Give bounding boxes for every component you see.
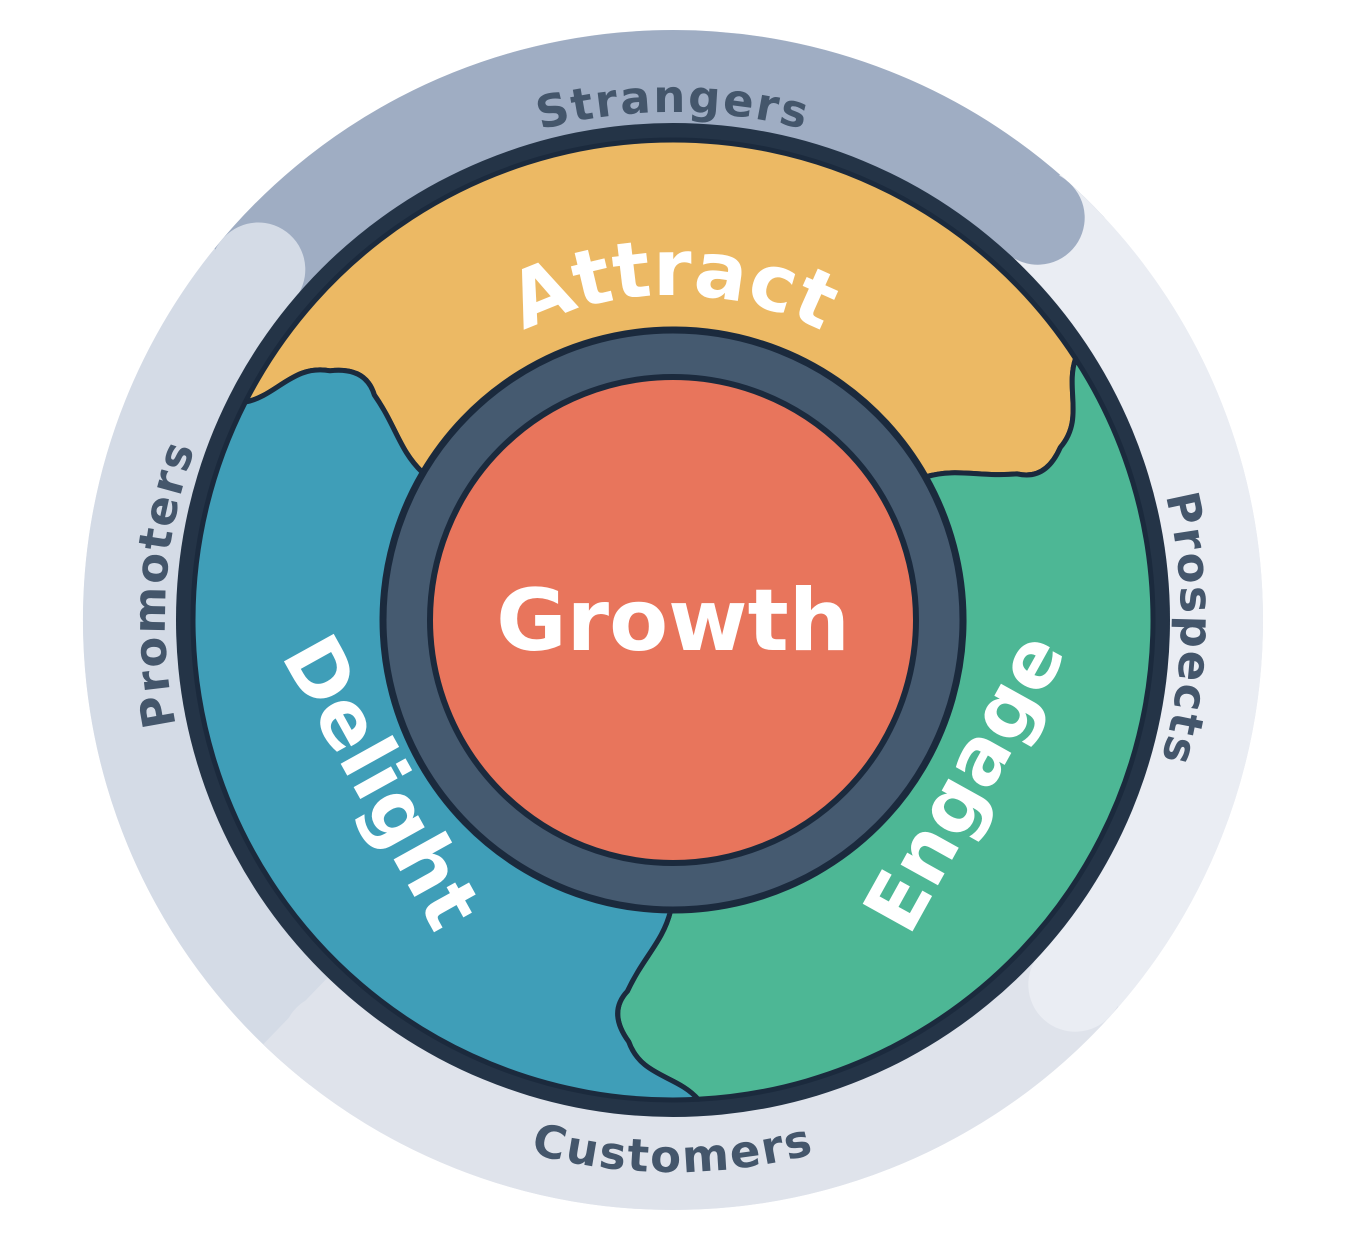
ring-arc-cap-prospects — [1028, 936, 1124, 1032]
ring-arc-cap-promoters — [210, 222, 306, 318]
ring-arc-strangers — [214, 30, 1105, 308]
growth-label: Growth — [496, 571, 850, 671]
ring-arc-promoters — [82, 202, 368, 1085]
growth-core-circle — [427, 374, 919, 866]
audience-ring — [82, 30, 1263, 1210]
ring-arc-cap-customers — [282, 993, 378, 1089]
ring-arc-customers — [263, 945, 1119, 1210]
ring-arc-prospects — [998, 174, 1263, 1052]
ring-arc-cap-strangers — [989, 169, 1085, 265]
wheel-segments — [190, 137, 1156, 1103]
segment-delight — [190, 367, 701, 1103]
